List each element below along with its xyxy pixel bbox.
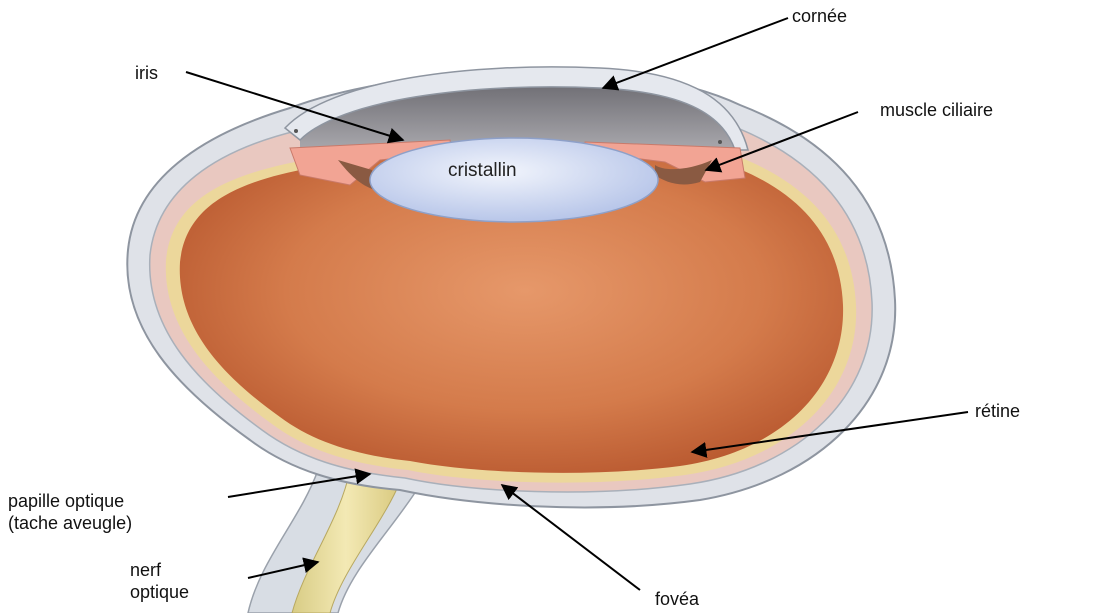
arrow-cornee [603, 18, 788, 88]
label-muscle-ciliaire: muscle ciliaire [880, 99, 993, 121]
sclera-dot-right [718, 140, 722, 144]
label-papille-line2: (tache aveugle) [8, 512, 132, 534]
label-iris: iris [135, 62, 158, 84]
label-nerf-optique: nerf optique [130, 559, 189, 603]
label-cornee: cornée [792, 5, 847, 27]
label-retine: rétine [975, 400, 1020, 422]
label-nerf-line1: nerf [130, 559, 189, 581]
sclera-dot-left [294, 129, 298, 133]
label-fovea: fovéa [655, 588, 699, 610]
label-papille-optique: papille optique (tache aveugle) [8, 490, 132, 534]
label-papille-line1: papille optique [8, 490, 132, 512]
label-nerf-line2: optique [130, 581, 189, 603]
label-cristallin: cristallin [448, 160, 517, 182]
